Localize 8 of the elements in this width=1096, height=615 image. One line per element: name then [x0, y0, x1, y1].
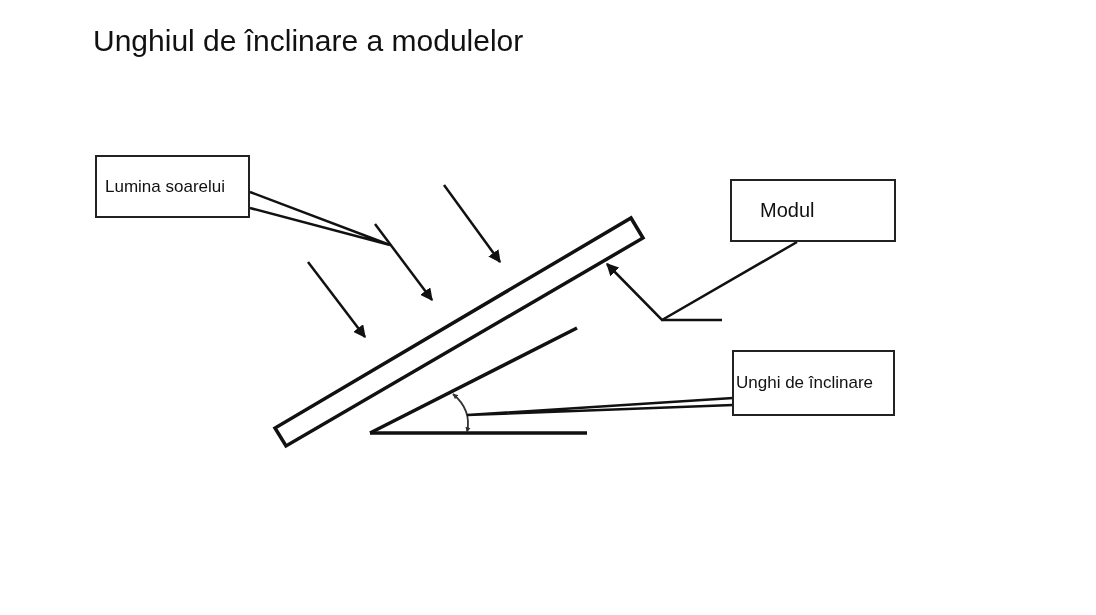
callout-box: Lumina soarelui [95, 155, 250, 218]
leader-line [606, 240, 798, 322]
callout-box: Unghi de înclinare [732, 350, 895, 416]
sunlight-arrows [307, 184, 501, 338]
solar-module [272, 215, 646, 449]
angle-arc [452, 393, 471, 433]
callout-box: Modul [730, 179, 896, 242]
title: Unghiul de înclinare a modulelor [93, 24, 524, 58]
